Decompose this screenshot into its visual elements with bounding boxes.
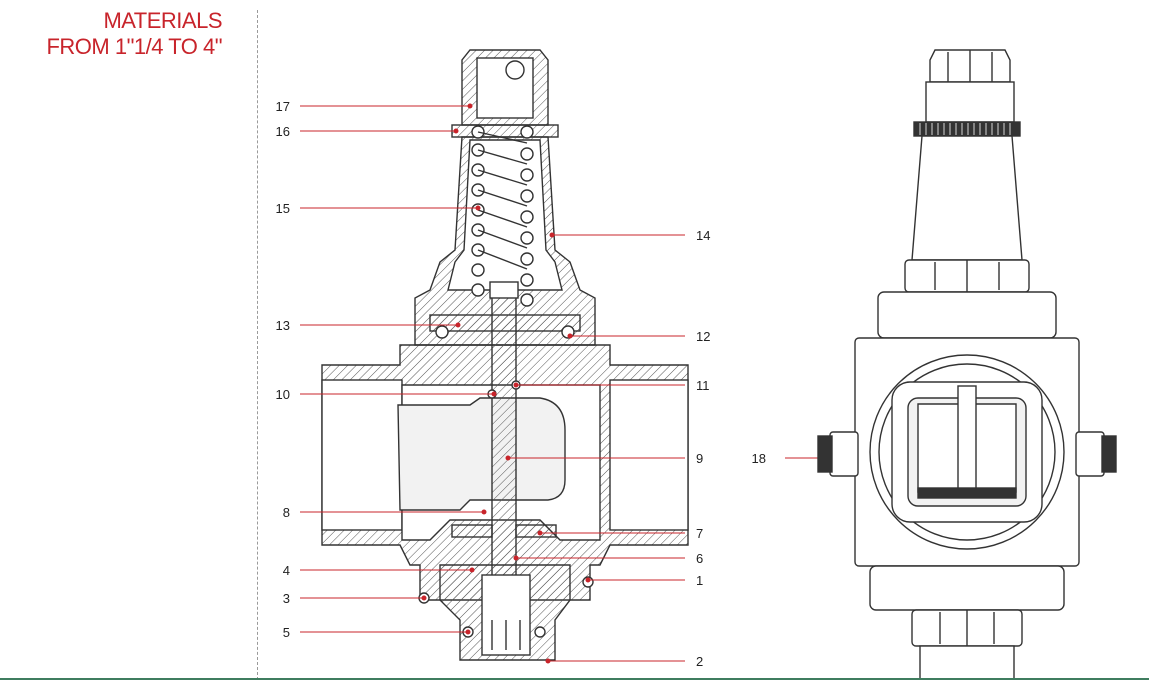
cartridge-window — [397, 397, 566, 511]
dashed-divider — [257, 10, 258, 680]
ext-cap-collar — [925, 81, 1015, 123]
title-line-1: MATERIALS — [103, 8, 222, 33]
callout-12: 12 — [696, 329, 710, 344]
ext-cartridge-base — [917, 487, 1017, 499]
callout-5: 5 — [283, 625, 290, 640]
stem — [491, 284, 517, 586]
body-right-bore — [609, 379, 689, 531]
callout-6: 6 — [696, 551, 703, 566]
seat-right — [515, 524, 557, 538]
callout-labels: 17 16 15 13 10 8 4 3 5 14 12 11 9 7 6 1 … — [276, 99, 766, 669]
ext-bonnet — [911, 135, 1023, 261]
callout-4: 4 — [283, 563, 290, 578]
callout-18: 18 — [752, 451, 766, 466]
callout-14: 14 — [696, 228, 710, 243]
top-cap-bore — [476, 57, 534, 119]
o-ring-5b — [534, 626, 546, 638]
ext-bonnet-ring — [877, 291, 1057, 339]
top-cap-hole — [505, 60, 525, 80]
external-view — [817, 49, 1117, 680]
seat-left — [451, 524, 493, 538]
callout-10: 10 — [276, 387, 290, 402]
ext-cartridge-stem — [957, 385, 977, 493]
callout-16: 16 — [276, 124, 290, 139]
callout-3: 3 — [283, 591, 290, 606]
leader-lines — [300, 103, 825, 664]
callout-9: 9 — [696, 451, 703, 466]
title-line-2: FROM 1"1/4 TO 4" — [46, 34, 222, 59]
callout-13: 13 — [276, 318, 290, 333]
ext-lower-ring — [869, 565, 1065, 611]
callout-2: 2 — [696, 654, 703, 669]
callout-8: 8 — [283, 505, 290, 520]
callout-11: 11 — [696, 378, 710, 393]
callout-17: 17 — [276, 99, 290, 114]
ring-nut — [451, 124, 559, 138]
ext-plug-right — [1101, 435, 1117, 473]
ext-port-right — [1075, 431, 1105, 477]
footer-bar — [0, 678, 1149, 680]
section-view — [321, 49, 689, 661]
callout-7: 7 — [696, 526, 703, 541]
ext-drain — [919, 645, 1015, 680]
stem-cap — [489, 281, 519, 299]
page-title: MATERIALS FROM 1"1/4 TO 4" — [46, 8, 222, 60]
callout-1: 1 — [696, 573, 703, 588]
o-ring-13 — [435, 325, 449, 339]
callout-15: 15 — [276, 201, 290, 216]
ext-plug-left — [817, 435, 833, 473]
ext-port-left — [829, 431, 859, 477]
body-left-bore — [321, 379, 403, 531]
spring — [471, 125, 534, 307]
